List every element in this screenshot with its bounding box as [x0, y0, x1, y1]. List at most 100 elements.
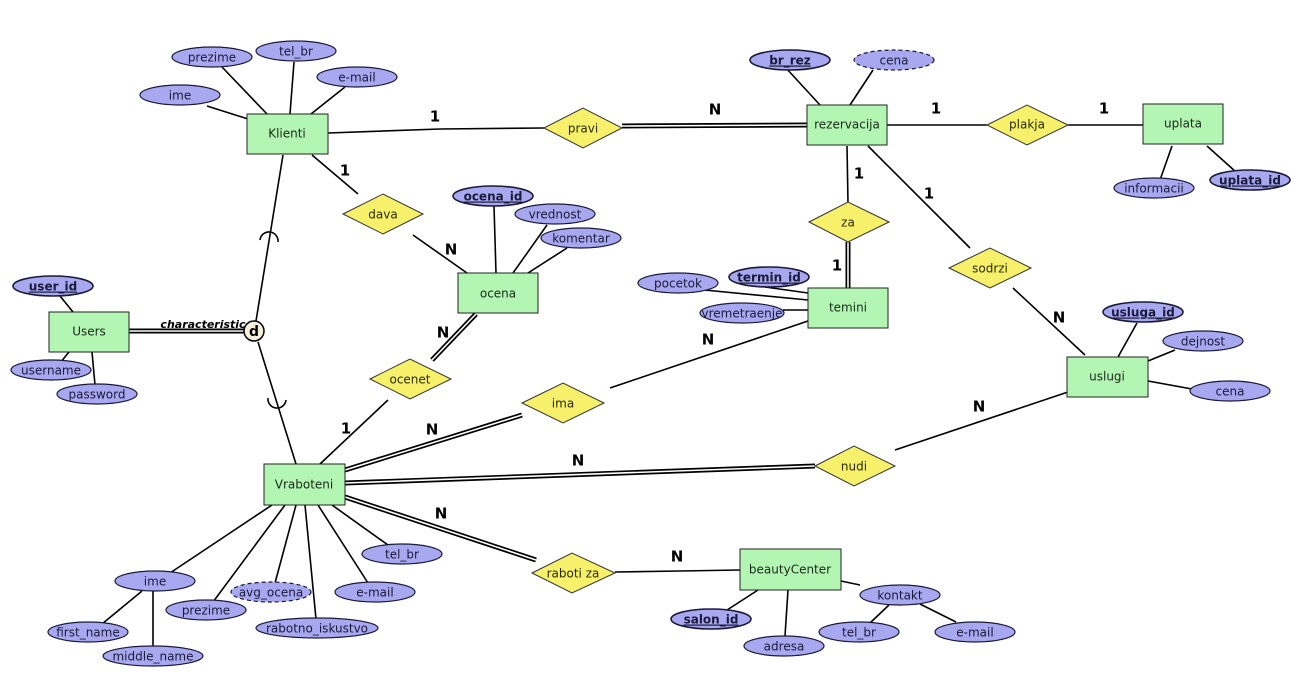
attribute-label: e-mail — [356, 586, 393, 600]
entity-temini[interactable]: temini — [807, 287, 889, 329]
attribute-label: ime — [169, 89, 191, 103]
connector-klienti-dava — [311, 154, 359, 195]
attribute-kontakt-composite[interactable]: kontakt — [859, 584, 941, 606]
subset-icon-klienti — [259, 231, 279, 243]
attribute-informacii[interactable]: informacii — [1113, 177, 1195, 199]
attribute-middle-name[interactable]: middle_name — [102, 645, 204, 667]
attribute-br-rez-key[interactable]: br_rez — [749, 49, 831, 71]
connector-rez-za — [846, 145, 849, 204]
attribute-tel-br-bc[interactable]: tel_br — [818, 621, 900, 643]
cardinality-klienti-pravi: 1 — [430, 108, 440, 126]
connector-vr-email — [317, 504, 369, 584]
entity-label: uplata — [1164, 117, 1202, 131]
relationship-ima[interactable]: ima — [520, 382, 606, 424]
attribute-password[interactable]: password — [56, 383, 138, 405]
attribute-label: uplata_id — [1219, 174, 1281, 189]
connector-ocenet-vraboteni — [319, 399, 389, 465]
entity-ocena[interactable]: ocena — [457, 272, 539, 314]
attribute-salon-id-key[interactable]: salon_id — [670, 608, 752, 630]
attribute-termin-id-key[interactable]: termin_id — [728, 266, 810, 288]
cardinality-ima-temini: N — [702, 331, 715, 349]
attribute-cena-derived[interactable]: cena — [853, 49, 935, 71]
specialization-symbol: d — [249, 324, 259, 340]
relationship-dava[interactable]: dava — [341, 193, 425, 235]
entity-uslugi[interactable]: uslugi — [1066, 356, 1149, 398]
entity-vraboteni[interactable]: Vraboteni — [263, 463, 346, 506]
attribute-label: middle_name — [112, 650, 193, 664]
attribute-cena[interactable]: cena — [1189, 380, 1271, 402]
attribute-label: tel_br — [385, 548, 419, 562]
relationship-nudi[interactable]: nudi — [813, 445, 897, 487]
entities: Klienti rezervacija uplata ocena temini … — [48, 103, 1224, 591]
attribute-pocetok[interactable]: pocetok — [637, 272, 719, 294]
attribute-label: usluga_id — [1111, 306, 1175, 321]
attribute-tel-br-vr[interactable]: tel_br — [361, 543, 443, 565]
attribute-first-name[interactable]: first_name — [47, 621, 129, 643]
attribute-tel-br[interactable]: tel_br — [255, 40, 337, 62]
attribute-prezime-vr[interactable]: prezime — [165, 599, 247, 621]
relationship-pravi[interactable]: pravi — [542, 107, 624, 149]
entity-label: temini — [829, 301, 867, 315]
attribute-label: cena — [880, 54, 909, 68]
relationship-raboti-za[interactable]: raboti za — [530, 552, 617, 594]
disjoint-circle-icon — [243, 320, 265, 342]
attribute-label: termin_id — [737, 271, 801, 286]
cardinality-za-temini: 1 — [832, 257, 842, 275]
relationship-sodrzi[interactable]: sodrzi — [947, 247, 1033, 289]
connector-nudi-uslugi — [894, 391, 1069, 451]
attribute-label: e-mail — [338, 71, 375, 85]
entity-klienti[interactable]: Klienti — [246, 113, 329, 155]
connector-dava-ocena — [412, 234, 468, 274]
attribute-label: informacii — [1124, 182, 1184, 196]
attribute-adresa[interactable]: adresa — [743, 635, 825, 657]
entity-label: rezervacija — [814, 118, 880, 132]
attribute-email-bc[interactable]: e-mail — [934, 621, 1016, 643]
relationship-label: sodrzi — [972, 262, 1008, 276]
connector-uslugi-usluga-id — [1117, 322, 1138, 358]
connector-users-user-id — [59, 295, 74, 313]
attribute-label: vremetraenje — [702, 307, 783, 321]
connector-bc-kontakt — [840, 580, 861, 586]
cardinality-vraboteni-ima: N — [426, 421, 439, 439]
entity-users[interactable]: Users — [48, 311, 130, 353]
attributes: prezime tel_br e-mail ime br_rez cena in… — [10, 40, 1291, 667]
attribute-ime[interactable]: ime — [139, 84, 221, 106]
entity-uplata[interactable]: uplata — [1142, 103, 1224, 145]
connector-kontakt-tel-br — [869, 604, 890, 624]
attribute-avg-ocena-derived[interactable]: avg_ocena — [230, 581, 312, 603]
relationship-za[interactable]: za — [807, 201, 891, 243]
attribute-user-id-key[interactable]: user_id — [12, 275, 94, 297]
attribute-label: first_name — [56, 626, 119, 640]
attribute-uplata-id-key[interactable]: uplata_id — [1209, 169, 1291, 191]
attribute-label: tel_br — [279, 45, 313, 59]
attribute-email[interactable]: e-mail — [316, 66, 398, 88]
connector-temini-pocetok — [693, 288, 809, 301]
attribute-rabotno-iskustvo[interactable]: rabotno_iskustvo — [255, 617, 379, 639]
relationship-label: ima — [552, 397, 574, 411]
attribute-label: pocetok — [654, 277, 702, 291]
attribute-ime-composite[interactable]: ime — [114, 570, 196, 592]
connector-uslugi-cena — [1147, 380, 1193, 390]
attribute-komentar[interactable]: komentar — [540, 227, 622, 249]
entity-rezervacija[interactable]: rezervacija — [806, 104, 888, 146]
attribute-usluga-id-key[interactable]: usluga_id — [1102, 301, 1184, 323]
attribute-ocena-id-key[interactable]: ocena_id — [452, 185, 534, 207]
attribute-email-vr[interactable]: e-mail — [334, 581, 416, 603]
connector-uplata-informacii — [1159, 145, 1173, 181]
connector-vr-avg-ocena — [274, 504, 297, 584]
specialization-discriminator-label: characteristic — [160, 318, 246, 331]
attribute-dejnost[interactable]: dejnost — [1162, 330, 1244, 352]
cardinality-pravi-rezervacija: N — [709, 101, 722, 119]
attribute-prezime[interactable]: prezime — [171, 46, 253, 68]
relationships: pravi plakja dava za sodrzi ocenet ima — [341, 104, 1070, 594]
entity-beautycenter[interactable]: beautyCenter — [739, 548, 842, 591]
connector-ocena-komentar — [527, 247, 568, 274]
relationship-plakja[interactable]: plakja — [985, 104, 1070, 146]
attribute-username[interactable]: username — [10, 359, 92, 381]
attribute-vremetraenje[interactable]: vremetraenje — [699, 302, 785, 324]
relationship-ocenet[interactable]: ocenet — [368, 358, 453, 400]
cardinality-klienti-dava: 1 — [340, 162, 350, 180]
connector-sodrzi-uslugi — [1012, 287, 1086, 356]
relationship-label: pravi — [568, 122, 598, 136]
attribute-vrednost[interactable]: vrednost — [514, 203, 596, 225]
